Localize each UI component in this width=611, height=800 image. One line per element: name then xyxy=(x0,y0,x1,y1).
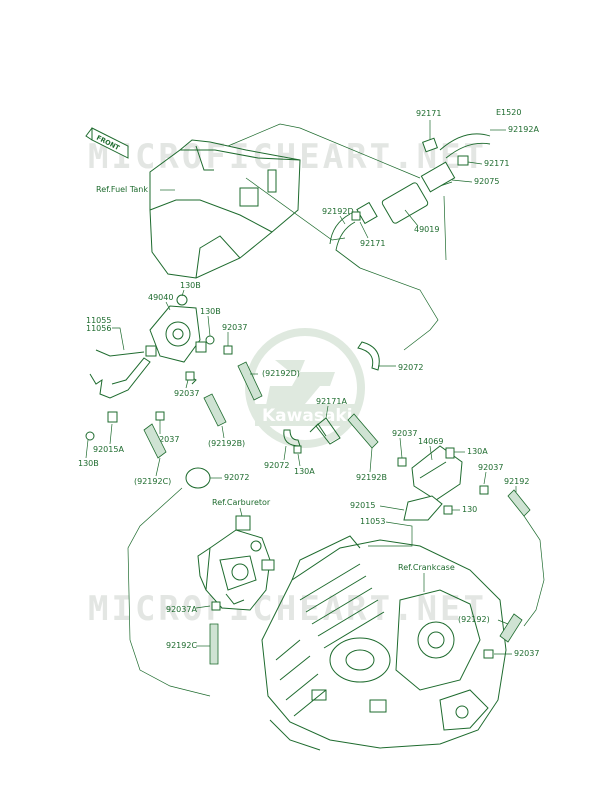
callout-92037: 92037 xyxy=(154,435,179,444)
callout-92015A: 92015A xyxy=(93,445,124,454)
callout-92192B: (92192B) xyxy=(208,439,245,448)
callout-11053: 11053 xyxy=(360,517,385,526)
callout-92072: 92072 xyxy=(264,461,289,470)
callout-11056: 11056 xyxy=(86,324,111,333)
fuel-pump xyxy=(145,294,215,363)
callout-92037: 92037 xyxy=(478,463,503,472)
callout-92037: 92037 xyxy=(392,429,417,438)
callout-92037: 92037 xyxy=(222,323,247,332)
callout-130A: 130A xyxy=(294,467,315,476)
callout-92072: 92072 xyxy=(224,473,249,482)
callout-130B: 130B xyxy=(78,459,99,468)
callout-11055: 11055 xyxy=(86,316,111,325)
callout-92192C: 92192C xyxy=(166,641,197,650)
ref-fuel-tank: Ref.Fuel Tank xyxy=(96,185,148,194)
callout-130B: 130B xyxy=(200,307,221,316)
fuel-tank xyxy=(149,139,301,279)
callout-92192D: (92192D) xyxy=(262,369,300,378)
callout-92192C: (92192C) xyxy=(134,477,171,486)
callout-92192: (92192) xyxy=(458,615,490,624)
watermark-bottom: MICROFICHEART.NET xyxy=(88,589,487,629)
callout-92171: 92171 xyxy=(416,109,441,118)
callout-130: 130 xyxy=(462,505,477,514)
callout-130A: 130A xyxy=(467,447,488,456)
callout-92171A: 92171A xyxy=(316,397,347,406)
bracket xyxy=(85,349,151,441)
ref-carburetor: Ref.Carburetor xyxy=(212,498,271,507)
callout-92037: 92037 xyxy=(174,389,199,398)
callout-92037A: 92037A xyxy=(166,605,197,614)
callout-92075: 92075 xyxy=(474,177,499,186)
callout-92037: 92037 xyxy=(514,649,539,658)
callout-92192: 92192 xyxy=(504,477,529,486)
callout-92192A: 92192A xyxy=(508,125,539,134)
callout-49019: 49019 xyxy=(414,225,439,234)
carburetor xyxy=(197,515,275,611)
fuel-valve xyxy=(397,445,463,521)
logo-text: Kawasaki xyxy=(262,406,353,426)
callout-49040: 49040 xyxy=(148,293,173,302)
callout-130B: 130B xyxy=(180,281,201,290)
callout-14069: 14069 xyxy=(418,437,443,446)
callout-92171: 92171 xyxy=(360,239,385,248)
callout-92015: 92015 xyxy=(350,501,375,510)
diagram-code: E1520 xyxy=(496,108,521,117)
callout-92171: 92171 xyxy=(484,159,509,168)
engine-crankcase xyxy=(261,535,507,751)
ref-crankcase: Ref.Crankcase xyxy=(398,563,455,572)
callout-92072: 92072 xyxy=(398,363,423,372)
callout-92192B: 92192B xyxy=(356,473,387,482)
callout-92192D: 92192D xyxy=(322,207,354,216)
kawasaki-logo: Kawasaki xyxy=(245,328,365,448)
fuel-filter xyxy=(329,133,491,269)
